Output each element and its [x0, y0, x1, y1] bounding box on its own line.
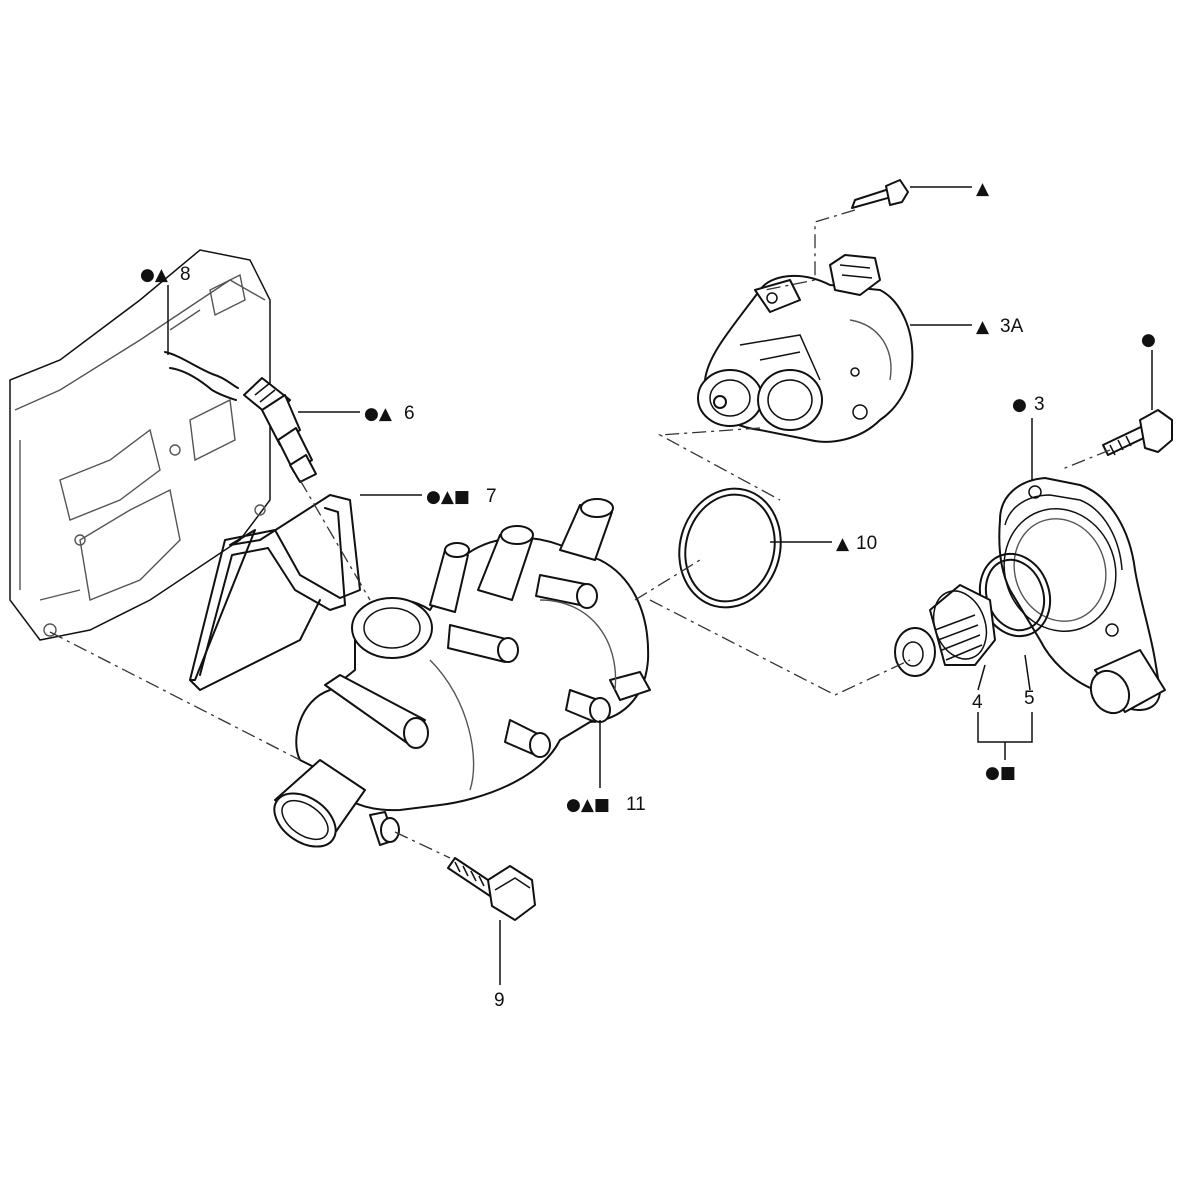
- callout-number: 5: [1024, 688, 1035, 709]
- callout-symbols: ●▲■: [426, 487, 470, 507]
- callout-3a: ▲ 3A: [976, 316, 1024, 337]
- callout-symbols: ●: [1012, 395, 1027, 415]
- callout-8: ●▲ 8: [140, 264, 191, 285]
- thermostat-assembly-3a: [697, 254, 914, 443]
- callout-11: ●▲■ 11: [566, 794, 646, 815]
- o-ring-10: [678, 487, 782, 609]
- callout-number: 6: [404, 403, 415, 424]
- thermostat-4: [894, 584, 996, 677]
- callout-right-bolt: ●: [1141, 330, 1156, 350]
- callout-number: 7: [486, 486, 497, 507]
- callout-4-5-group: ●■: [985, 763, 1016, 783]
- bolt-9: [447, 857, 536, 921]
- temperature-sensor-6: [243, 377, 317, 483]
- callout-symbols: ●: [1141, 330, 1156, 350]
- callout-symbols: ●▲: [140, 265, 169, 285]
- callout-7: ●▲■ 7: [426, 486, 497, 507]
- callout-3: ● 3: [1012, 394, 1045, 415]
- callout-symbols: ●▲: [364, 404, 393, 424]
- callout-number: 9: [494, 990, 505, 1011]
- callout-number: 11: [626, 794, 646, 815]
- callout-number: 8: [180, 264, 191, 285]
- engine-block: [9, 249, 271, 641]
- bolt-top: [851, 179, 909, 209]
- callout-symbols: ▲: [836, 534, 850, 554]
- callout-number: 4: [972, 692, 983, 713]
- callout-top-bolt: ▲: [976, 179, 990, 199]
- callout-symbols: ●■: [985, 763, 1016, 783]
- callout-number: 10: [856, 533, 877, 554]
- callout-symbols: ●▲■: [566, 795, 610, 815]
- bolt-right: [1102, 409, 1173, 456]
- clip-8: [164, 351, 239, 401]
- callout-number: 3: [1034, 394, 1045, 415]
- callout-5: 5: [1024, 688, 1035, 709]
- thermostat-housing-11: [273, 498, 651, 848]
- thermostat-cover-3: [998, 477, 1166, 715]
- leader-lines: [167, 186, 1153, 985]
- assembly-lines: [49, 209, 1111, 859]
- callout-number: 3A: [1000, 316, 1024, 337]
- gasket-7: [189, 494, 361, 691]
- callout-symbols: ▲: [976, 179, 990, 199]
- callout-6: ●▲ 6: [364, 403, 415, 424]
- callout-10: ▲ 10: [836, 533, 877, 554]
- callout-4: 4: [972, 692, 983, 713]
- callout-9: 9: [494, 990, 505, 1011]
- callout-symbols: ▲: [976, 317, 990, 337]
